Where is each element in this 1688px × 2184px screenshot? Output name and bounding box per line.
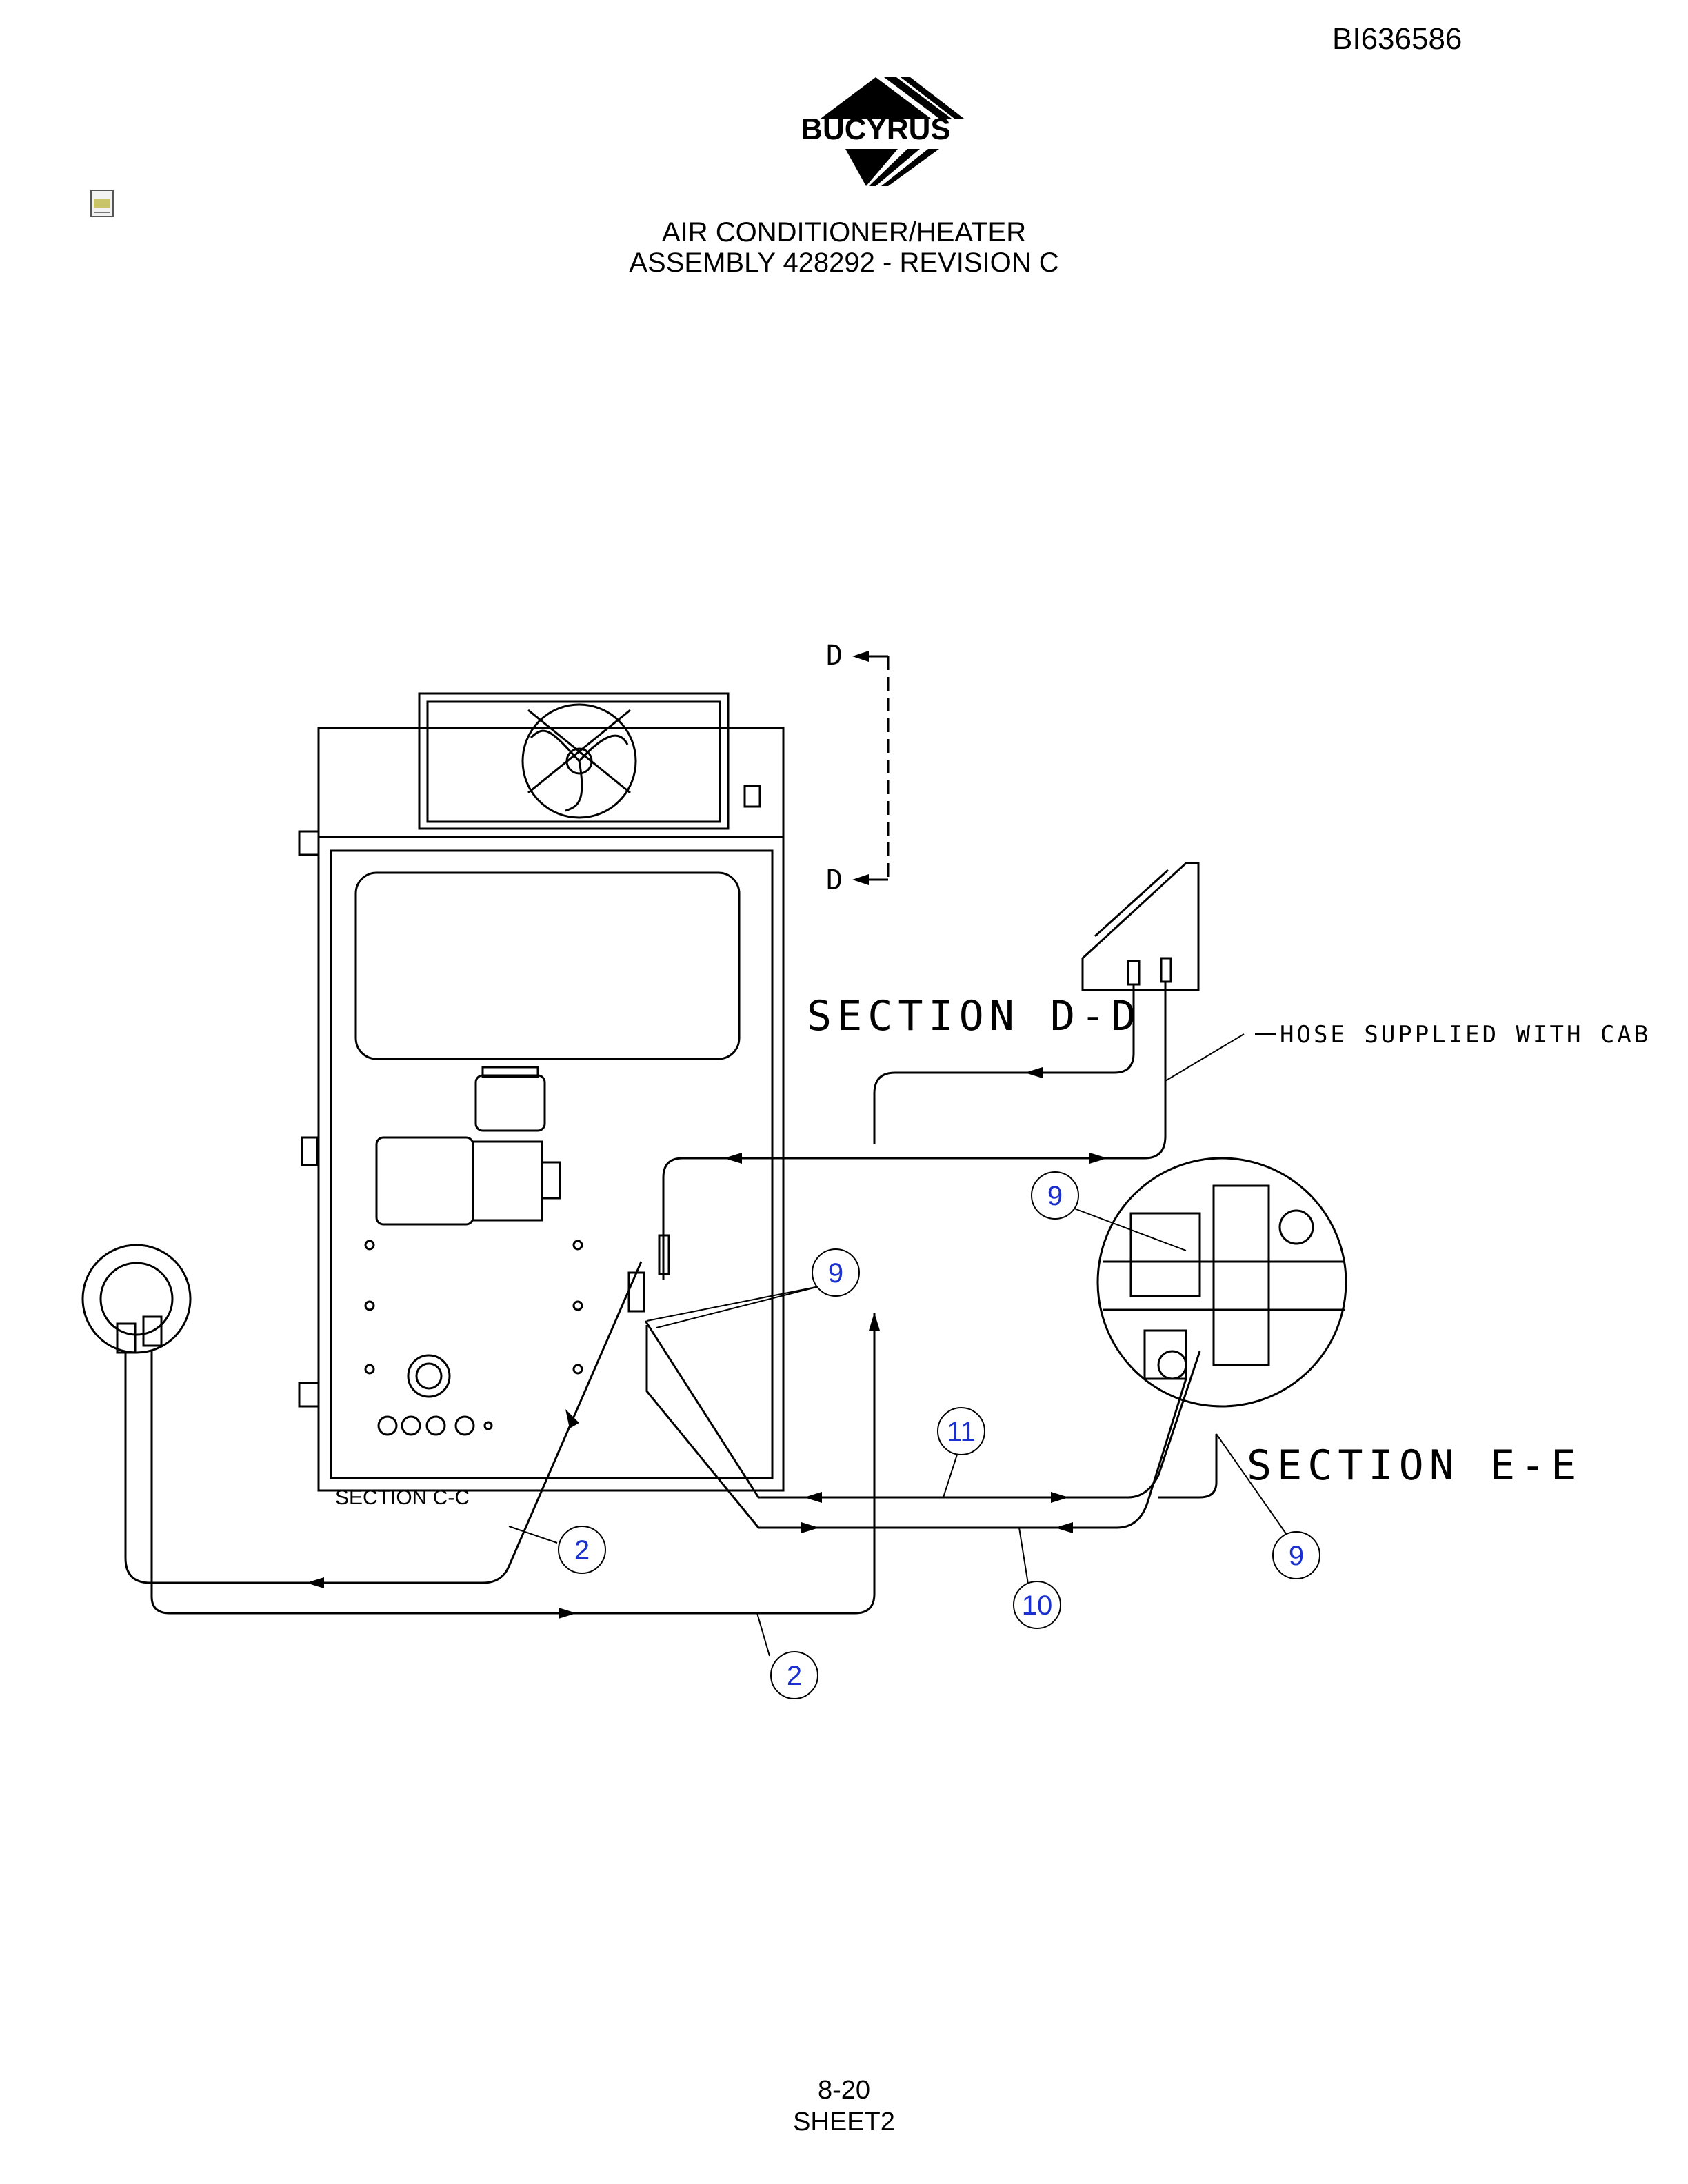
balloon-9-a xyxy=(1031,1171,1079,1220)
balloon-2-a xyxy=(558,1526,606,1574)
section-dd-cut-line xyxy=(861,655,890,881)
compressor xyxy=(81,1244,192,1354)
hose-routes xyxy=(124,982,1218,1615)
balloon-text-2-b: 2 xyxy=(787,1661,802,1691)
section-ee-detail xyxy=(1096,1157,1347,1408)
balloon-11 xyxy=(937,1407,985,1455)
balloon-text-9-a: 9 xyxy=(1047,1181,1063,1211)
cut-label-bottom: D xyxy=(826,865,843,896)
balloon-9-c xyxy=(1272,1531,1320,1579)
control-panel-features xyxy=(364,1240,583,1436)
section-cc-label: SECTION C-C xyxy=(335,1486,470,1509)
balloon-9-b xyxy=(812,1248,860,1297)
balloon-text-2-a: 2 xyxy=(574,1535,590,1566)
brand-name: BUCYRUS xyxy=(801,112,951,146)
sheet-label: SHEET2 xyxy=(793,2107,895,2136)
leader-lines xyxy=(508,1033,1287,1657)
section-dd-label: SECTION D-D xyxy=(807,992,1141,1040)
section-ee-label: SECTION E-E xyxy=(1247,1442,1581,1490)
balloon-text-10: 10 xyxy=(1022,1590,1053,1621)
doc-icon[interactable] xyxy=(90,189,117,219)
title-line-1: AIR CONDITIONER/HEATER xyxy=(661,217,1027,247)
section-dd-bracket xyxy=(1081,862,1200,991)
balloon-text-11: 11 xyxy=(947,1417,976,1447)
bucyrus-logo: BUCYRUS xyxy=(801,77,964,186)
balloon-2-b xyxy=(770,1651,818,1699)
doc-id: BI636586 xyxy=(1332,22,1463,56)
balloon-text-9-c: 9 xyxy=(1289,1541,1304,1571)
title-line-2: ASSEMBLY 428292 - REVISION C xyxy=(629,247,1059,278)
balloon-text-9-b: 9 xyxy=(828,1258,843,1288)
page-number: 8-20 xyxy=(817,2076,871,2105)
cut-label-top: D xyxy=(826,640,843,671)
hose-note: HOSE SUPPLIED WITH CAB xyxy=(1280,1021,1651,1049)
balloon-10 xyxy=(1013,1581,1061,1629)
condenser-fan-assembly xyxy=(418,692,761,830)
blower-motor xyxy=(375,1066,561,1226)
ac-unit-housing xyxy=(298,727,785,1492)
